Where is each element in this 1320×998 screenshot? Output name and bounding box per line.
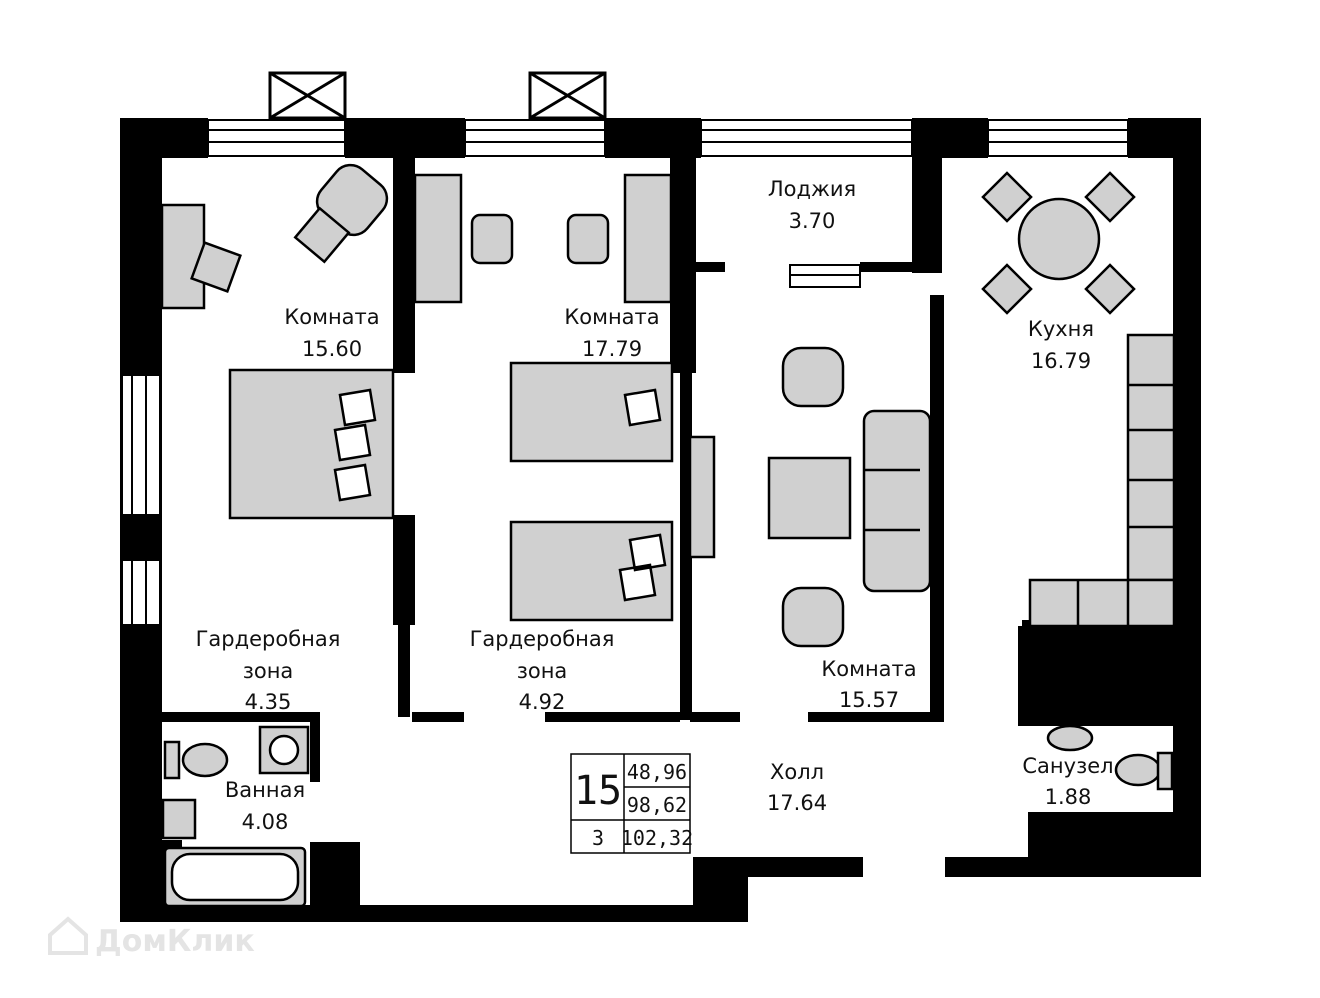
room-name: Ванная bbox=[225, 778, 305, 802]
room-name: Лоджия bbox=[768, 177, 856, 201]
room-labels: Комната 15.60 Комната 17.79 Лоджия 3.70 … bbox=[196, 177, 1114, 834]
room-name: зона bbox=[517, 659, 568, 683]
floor-number: 15 bbox=[574, 768, 622, 814]
toilet-icon bbox=[163, 740, 181, 780]
rooms-count: 3 bbox=[592, 826, 604, 850]
walls bbox=[120, 118, 1201, 922]
sofa-icon bbox=[862, 409, 932, 593]
room-name: Комната bbox=[284, 305, 379, 329]
footstool-icon bbox=[293, 206, 351, 264]
info-table: 15 3 48,96 98,62 102,32 bbox=[570, 753, 693, 854]
wardrobe-icon bbox=[413, 173, 463, 304]
kitchen-counter-icon bbox=[1028, 578, 1176, 628]
kitchen-counter-icon bbox=[1126, 333, 1176, 582]
chair-icon bbox=[566, 213, 610, 265]
ac-unit-icons bbox=[268, 71, 607, 120]
room-area: 4.08 bbox=[242, 810, 289, 834]
room-name: Холл bbox=[770, 760, 824, 784]
room-area: 4.92 bbox=[519, 690, 566, 714]
room-name: Гардеробная bbox=[196, 627, 341, 651]
desk-icon bbox=[160, 203, 206, 310]
armchair-icon bbox=[781, 586, 845, 648]
room-name: Кухня bbox=[1028, 317, 1094, 341]
chair-icon bbox=[981, 263, 1033, 315]
sink-icon bbox=[161, 798, 197, 840]
room-area: 3.70 bbox=[789, 209, 836, 233]
furniture bbox=[160, 163, 1176, 908]
room-name: Комната bbox=[821, 657, 916, 681]
chair-icon bbox=[190, 241, 242, 293]
watermark-text: ДомКлик bbox=[95, 924, 255, 959]
toilet-icon bbox=[1114, 753, 1162, 787]
room-area: 16.79 bbox=[1031, 349, 1091, 373]
chair-icon bbox=[1084, 171, 1136, 223]
sink-icon bbox=[1046, 724, 1094, 752]
room-area: 4.35 bbox=[245, 690, 292, 714]
tv-stand-icon bbox=[688, 435, 716, 559]
armchair-icon bbox=[781, 346, 845, 408]
chair-icon bbox=[1084, 263, 1136, 315]
room-name: Гардеробная bbox=[470, 627, 615, 651]
coffee-table-icon bbox=[767, 456, 852, 540]
room-name: Комната bbox=[564, 305, 659, 329]
room-area: 17.79 bbox=[582, 337, 642, 361]
room-name: Санузел bbox=[1022, 754, 1113, 778]
chair-icon bbox=[981, 171, 1033, 223]
dining-table-icon bbox=[1017, 197, 1101, 281]
house-logo-icon bbox=[48, 916, 88, 955]
total-area-with-loggia: 102,32 bbox=[621, 826, 693, 850]
room-area: 15.60 bbox=[302, 337, 362, 361]
room-area: 1.88 bbox=[1045, 785, 1092, 809]
room-area: 17.64 bbox=[767, 791, 827, 815]
living-area: 48,96 bbox=[627, 760, 687, 784]
windows bbox=[121, 119, 1129, 626]
chair-icon bbox=[470, 213, 514, 265]
wardrobe-icon bbox=[623, 173, 673, 304]
watermark: ДомКлик bbox=[48, 916, 255, 959]
total-area: 98,62 bbox=[627, 793, 687, 817]
room-area: 15.57 bbox=[839, 688, 899, 712]
room-name: зона bbox=[243, 659, 294, 683]
